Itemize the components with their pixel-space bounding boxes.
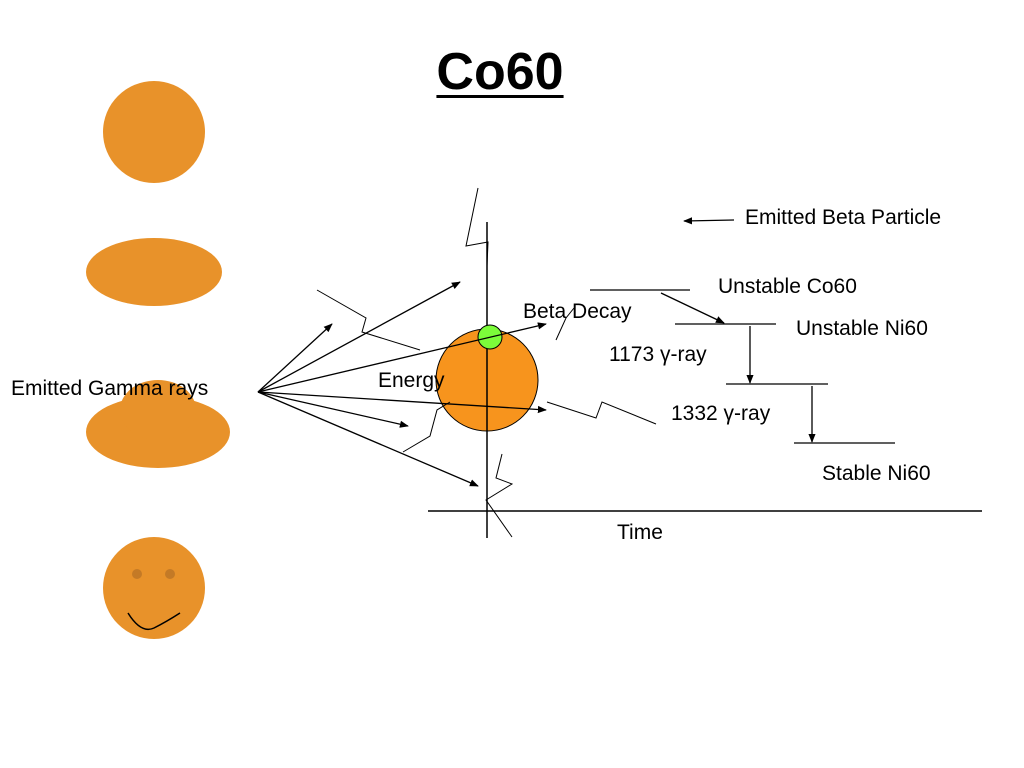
- gamma-arrow-1: [257, 323, 333, 393]
- energy-levels: [590, 289, 895, 444]
- label-gamma-1332: 1332 γ-ray: [671, 402, 771, 425]
- label-gamma-1173: 1173 γ-ray: [609, 343, 707, 366]
- label-emitted-gamma-rays: Emitted Gamma rays: [11, 377, 209, 400]
- gamma-ray-arrows: [257, 281, 547, 487]
- label-beta-decay: Beta Decay: [523, 300, 632, 323]
- wave-line-lower-left: [402, 401, 451, 453]
- gamma-arrow-5: [257, 391, 409, 428]
- orange-hat-shape: [86, 380, 230, 468]
- orange-circle-shape: [103, 81, 205, 183]
- wave-lines: [316, 187, 657, 538]
- wave-line-bottom: [485, 453, 514, 538]
- wave-line-upper-left: [316, 289, 421, 351]
- wave-line-top: [465, 187, 489, 267]
- wave-line-beta: [555, 307, 575, 341]
- orange-oval-shape: [86, 238, 222, 306]
- label-unstable-co60: Unstable Co60: [718, 275, 857, 298]
- slide-title: Co60: [436, 43, 564, 101]
- label-stable-ni60: Stable Ni60: [822, 462, 931, 485]
- gamma-arrow-2: [257, 281, 461, 393]
- gamma-arrow-6: [257, 391, 479, 487]
- label-emitted-beta-particle: Emitted Beta Particle: [745, 206, 942, 229]
- label-unstable-ni60: Unstable Ni60: [796, 317, 928, 340]
- gamma-arrow-4: [257, 391, 547, 414]
- beta-decay-transition-arrow: [660, 292, 725, 324]
- gamma-arrow-3: [257, 322, 547, 393]
- smiley-face-icon: [103, 537, 205, 639]
- wave-line-right: [546, 401, 657, 425]
- beta-particle-arrow: [683, 217, 735, 225]
- label-energy: Energy: [378, 369, 445, 392]
- label-time: Time: [617, 521, 663, 544]
